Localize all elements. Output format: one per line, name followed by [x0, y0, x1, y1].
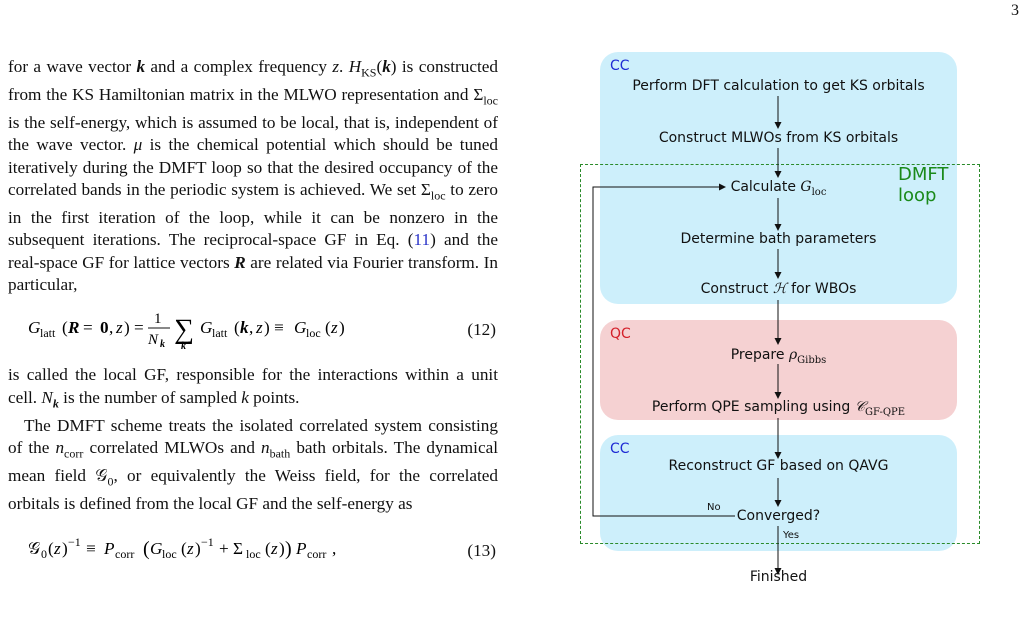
step-finished: Finished [749, 569, 808, 585]
svg-text:G: G [28, 318, 41, 337]
svg-text:loc: loc [162, 547, 177, 561]
paragraph-3: The DMFT scheme treats the isolated corr… [8, 415, 498, 513]
equation-13: 𝒢 0 ( z ) −1 ≡ P corr ( G loc ( z ) −1 +… [8, 529, 498, 573]
svg-text:): ) [62, 539, 68, 558]
svg-text:0: 0 [100, 318, 109, 337]
step-dft: Perform DFT calculation to get KS orbita… [632, 78, 925, 94]
svg-text:P: P [295, 539, 307, 558]
no-label: No [707, 502, 721, 513]
svg-text:(: ( [181, 539, 187, 558]
svg-text:): ) [339, 318, 345, 337]
svg-text:G: G [294, 318, 307, 337]
svg-text:∑: ∑ [174, 314, 194, 345]
svg-text:,: , [332, 539, 336, 558]
dmft-flowchart: CC QC CC DMFT loop Perform DFT calculati… [575, 50, 985, 590]
equation-13-body: 𝒢 0 ( z ) −1 ≡ P corr ( G loc ( z ) −1 +… [8, 534, 448, 568]
step-calculate-gloc: Calculate Gloc [730, 179, 827, 198]
qc-tag: QC [610, 326, 631, 342]
equation-12-body: G latt ( R = 0 , z ) = 1 N k ∑ k G latt … [8, 305, 448, 355]
svg-text:z: z [330, 318, 338, 337]
svg-text:(: ( [325, 318, 331, 337]
svg-text:(: ( [143, 538, 150, 560]
svg-text:k: k [160, 339, 165, 349]
svg-text:): ) [285, 538, 292, 560]
svg-text:corr: corr [115, 547, 134, 561]
svg-text:N: N [147, 332, 159, 348]
svg-text:G: G [200, 318, 213, 337]
svg-text:): ) [279, 539, 285, 558]
svg-text:z: z [115, 318, 123, 337]
svg-text:(: ( [265, 539, 271, 558]
svg-text:≡: ≡ [86, 539, 96, 558]
svg-text:(: ( [234, 318, 240, 337]
svg-text:corr: corr [307, 547, 326, 561]
svg-text:,: , [249, 318, 253, 337]
svg-text:(: ( [48, 539, 54, 558]
svg-text:z: z [270, 539, 278, 558]
cc-tag-bottom: CC [610, 441, 630, 457]
svg-text:𝒢: 𝒢 [28, 539, 40, 558]
dmft-loop-box [580, 164, 980, 544]
equation-12-number: (12) [467, 320, 496, 340]
step-reconstruct-gf: Reconstruct GF based on QAVG [668, 458, 889, 474]
equation-13-number: (13) [467, 540, 496, 560]
flowchart-arrows [592, 96, 782, 575]
dmft-loop-label: DMFT loop [898, 164, 949, 206]
page-number: 3 [1011, 2, 1019, 19]
svg-text:latt: latt [212, 326, 228, 340]
svg-text:G: G [150, 539, 163, 558]
svg-text:loc: loc [306, 326, 321, 340]
paragraph-2: is called the local GF, responsible for … [8, 365, 498, 411]
svg-text:,: , [109, 318, 113, 337]
text-column: for a wave vector k and a complex freque… [8, 56, 498, 585]
svg-text:z: z [186, 539, 194, 558]
svg-text:+ Σ: + Σ [219, 539, 243, 558]
step-bath-parameters: Determine bath parameters [680, 231, 877, 247]
svg-text:k: k [240, 318, 249, 337]
svg-text:z: z [255, 318, 263, 337]
svg-text:k: k [181, 341, 186, 349]
eq-reference-link[interactable]: 11 [413, 230, 431, 250]
svg-text:P: P [103, 539, 115, 558]
paragraph-1: for a wave vector k and a complex freque… [8, 57, 499, 294]
yes-label: Yes [783, 530, 800, 541]
svg-text:): ) [195, 539, 201, 558]
svg-text:0: 0 [41, 547, 47, 561]
step-converged: Converged? [736, 508, 821, 524]
svg-text:−1: −1 [68, 535, 81, 549]
svg-text:1: 1 [154, 311, 162, 327]
svg-text:loc: loc [246, 547, 261, 561]
step-qpe-sampling: Perform QPE sampling using 𝒞GF-QPE [651, 399, 906, 418]
svg-text:(: ( [62, 318, 68, 337]
step-prepare-gibbs: Prepare ρGibbs [730, 347, 827, 366]
svg-text:) =: ) = [124, 318, 144, 337]
svg-text:latt: latt [40, 326, 56, 340]
svg-text:=: = [83, 318, 93, 337]
svg-text:z: z [53, 539, 61, 558]
cc-tag-top: CC [610, 58, 630, 74]
svg-text:R: R [67, 318, 79, 337]
svg-text:) ≡: ) ≡ [264, 318, 284, 337]
step-construct-mlwo: Construct MLWOs from KS orbitals [658, 130, 899, 146]
svg-text:−1: −1 [201, 535, 214, 549]
equation-12: G latt ( R = 0 , z ) = 1 N k ∑ k G latt … [8, 308, 498, 352]
step-construct-hamiltonian: Construct ℋ for WBOs [700, 281, 857, 297]
